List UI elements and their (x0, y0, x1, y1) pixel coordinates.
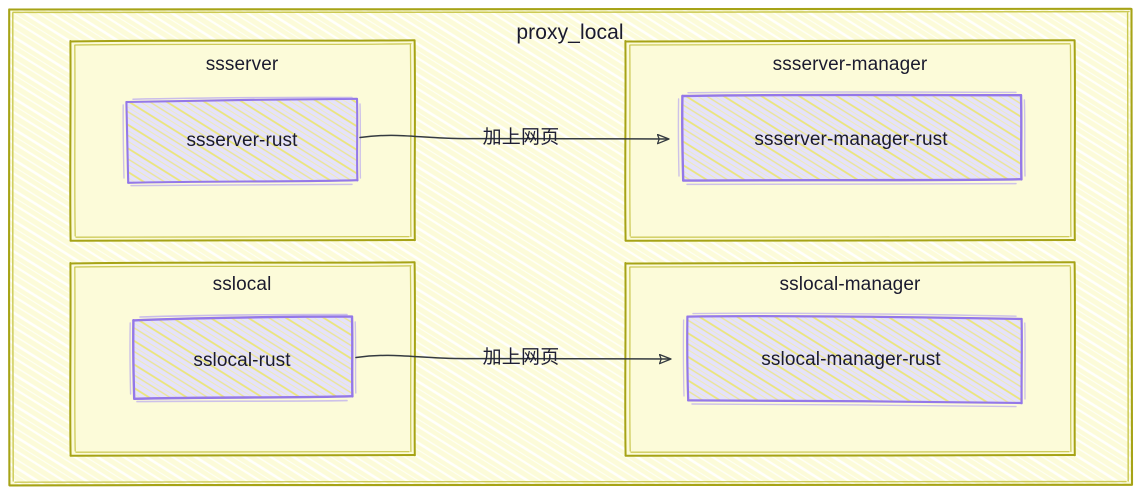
node-ssserver-rust[interactable] (122, 96, 362, 187)
node-sslocal-rust[interactable] (129, 313, 357, 403)
outer-container-title: proxy_local (516, 21, 624, 44)
group-title-ssserver: ssserver (205, 54, 279, 75)
node-label-sslocal-manager-rust: sslocal-manager-rust (761, 349, 941, 370)
edge-ssserver-to-ssserver-manager[interactable] (359, 135, 668, 139)
edge-sslocal-to-sslocal-manager[interactable] (355, 355, 670, 359)
edge-label-bottom: 加上网页 (482, 347, 560, 368)
group-title-sslocal: sslocal (212, 274, 272, 295)
edge-label-top: 加上网页 (482, 127, 560, 148)
node-ssserver-manager-rust[interactable] (677, 91, 1026, 186)
node-sslocal-manager-rust[interactable] (682, 312, 1026, 408)
node-label-ssserver-manager-rust: ssserver-manager-rust (754, 129, 948, 150)
group-title-ssserver-manager: ssserver-manager (772, 54, 928, 75)
group-title-sslocal-manager: sslocal-manager (779, 274, 921, 295)
node-label-sslocal-rust: sslocal-rust (193, 350, 291, 371)
node-label-ssserver-rust: ssserver-rust (186, 130, 298, 151)
